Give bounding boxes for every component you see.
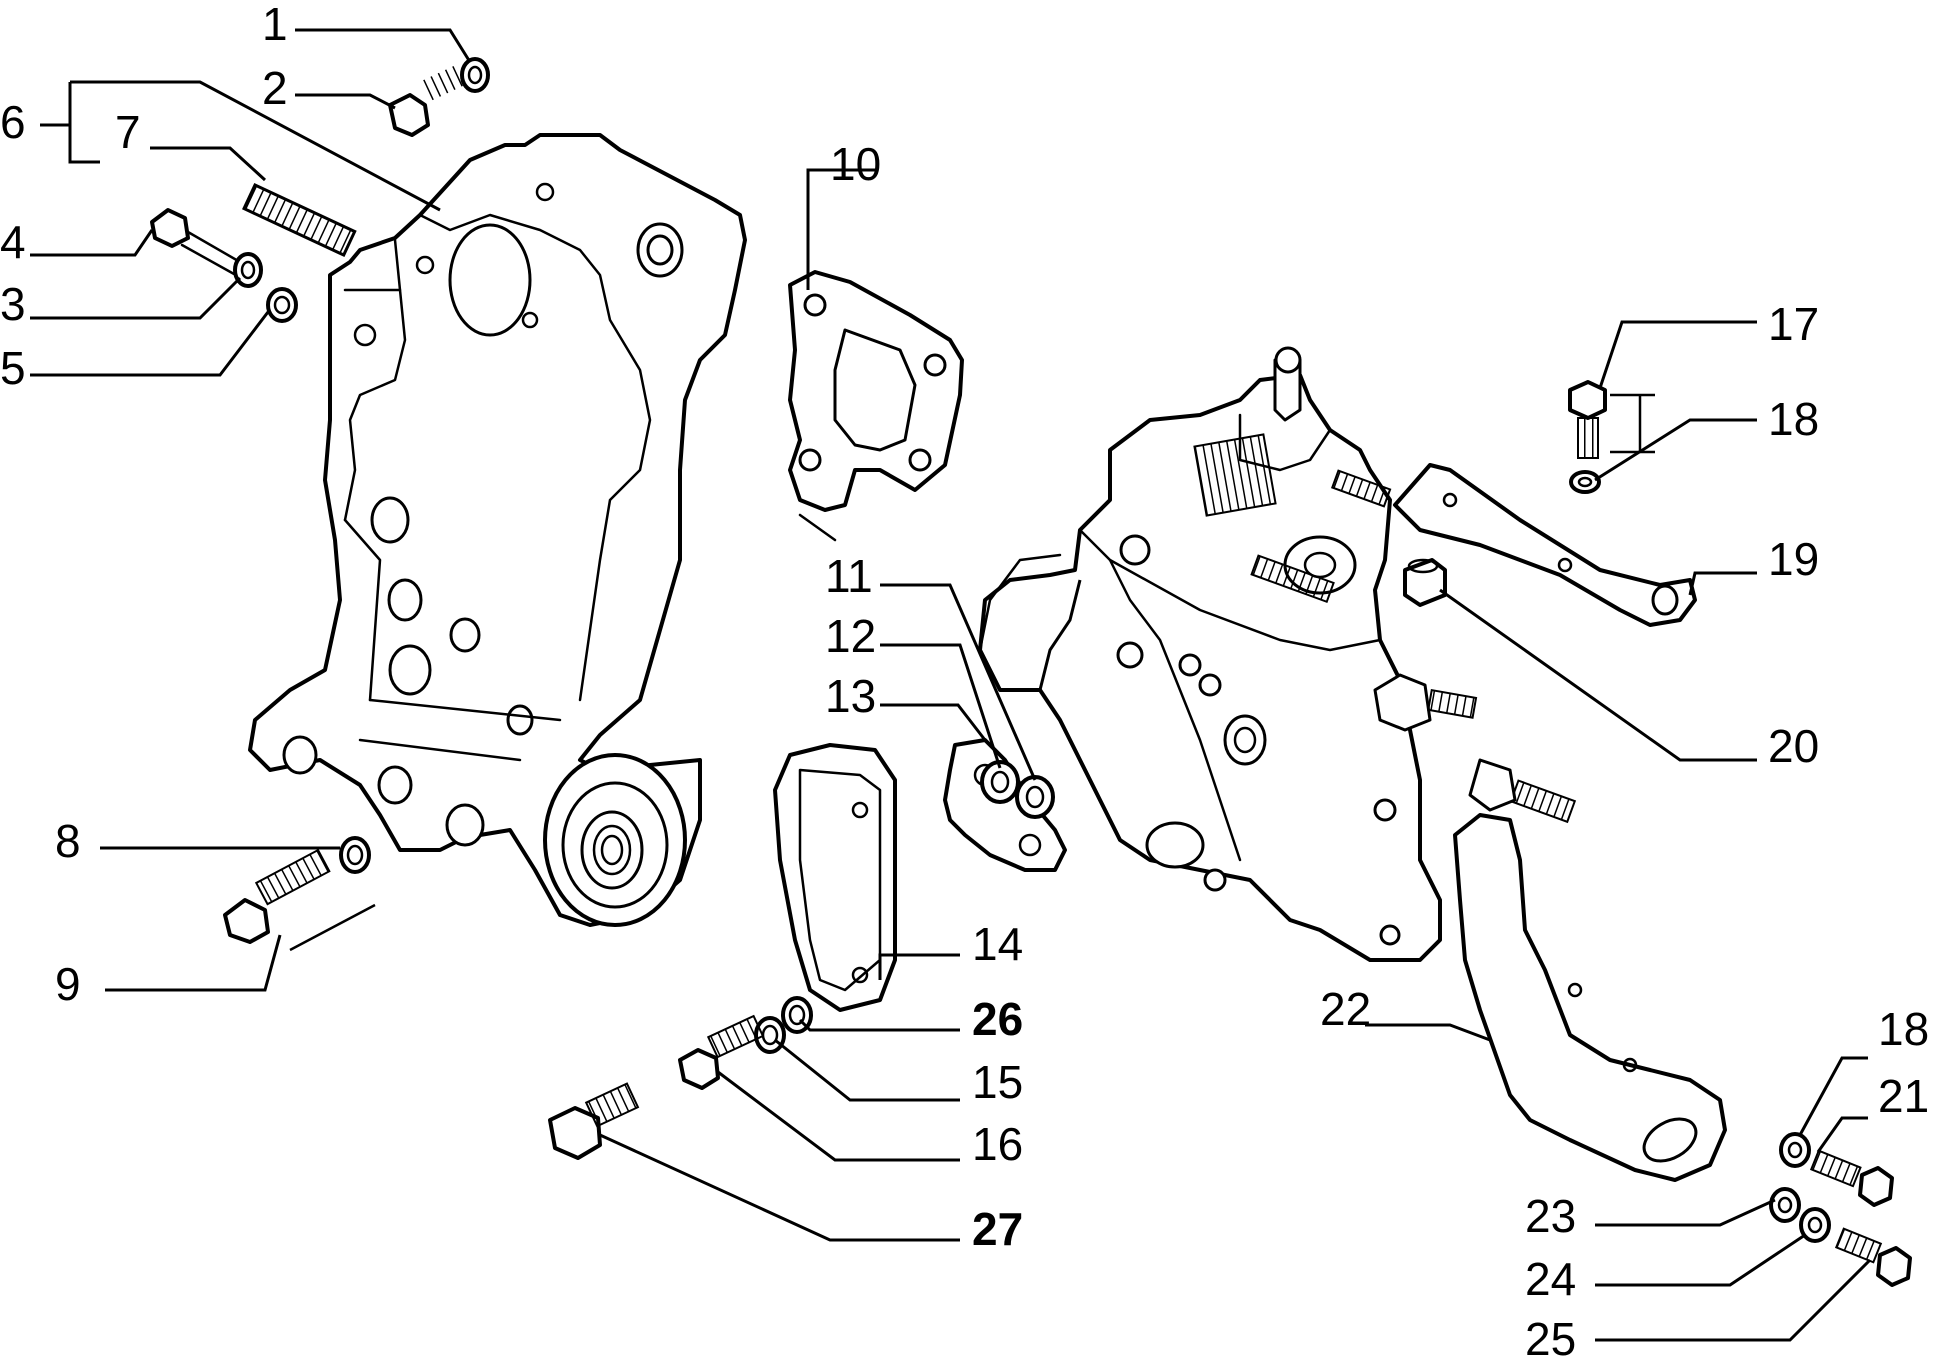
label-10: 10 — [830, 138, 881, 190]
bracket-22 — [1453, 813, 1727, 1182]
label-5: 5 — [0, 342, 26, 394]
label-14: 14 — [972, 918, 1023, 970]
label-20: 20 — [1768, 720, 1819, 772]
label-13: 13 — [825, 670, 876, 722]
injection-pump — [978, 346, 1577, 962]
bolt-25 — [1834, 1227, 1912, 1287]
gasket — [788, 270, 964, 542]
label-4: 4 — [0, 216, 26, 268]
bolt-21 — [1809, 1149, 1894, 1207]
label-11: 11 — [825, 550, 873, 602]
governor-spring — [1193, 433, 1277, 517]
label-15: 15 — [972, 1056, 1023, 1108]
label-23: 23 — [1525, 1190, 1576, 1242]
label-18-top: 18 — [1768, 393, 1819, 445]
spacer-12 — [980, 760, 1020, 804]
label-2: 2 — [262, 62, 288, 114]
label-22: 22 — [1320, 983, 1371, 1035]
washer-left-2 — [266, 287, 298, 323]
label-9: 9 — [55, 958, 81, 1010]
label-19: 19 — [1768, 533, 1819, 585]
bolt-9 — [223, 848, 376, 952]
label-24: 24 — [1525, 1253, 1576, 1305]
washer-24 — [1799, 1207, 1831, 1243]
spacer-11 — [1015, 775, 1055, 819]
washer-left — [233, 252, 263, 288]
label-27: 27 — [972, 1203, 1023, 1255]
leader-lines — [30, 28, 1872, 1342]
bolt-long — [150, 208, 242, 276]
label-7: 7 — [115, 106, 141, 158]
label-8: 8 — [55, 815, 81, 867]
washer-8 — [339, 836, 371, 874]
nut — [460, 57, 490, 93]
label-17: 17 — [1768, 298, 1819, 350]
bracket-14 — [773, 743, 897, 1012]
label-16: 16 — [972, 1118, 1023, 1170]
washer-18-bottom — [1779, 1132, 1811, 1168]
bracket-19 — [1393, 463, 1697, 627]
plug-20 — [1403, 558, 1447, 607]
bolt-17 — [1568, 380, 1655, 459]
label-3: 3 — [0, 278, 26, 330]
stud — [242, 183, 357, 258]
label-18-bottom: 18 — [1878, 1003, 1929, 1055]
label-26: 26 — [972, 993, 1023, 1045]
bolt-16 — [678, 1014, 765, 1090]
label-12: 12 — [825, 610, 876, 662]
label-21: 21 — [1878, 1070, 1929, 1122]
washer-18-top — [1569, 470, 1601, 494]
label-6: 6 — [0, 96, 26, 148]
label-25: 25 — [1525, 1313, 1576, 1358]
label-1: 1 — [262, 0, 288, 50]
bolt-top — [388, 64, 466, 137]
timing-cover-housing — [248, 133, 747, 927]
bolt-27 — [548, 1082, 640, 1160]
washer-23 — [1769, 1187, 1801, 1223]
